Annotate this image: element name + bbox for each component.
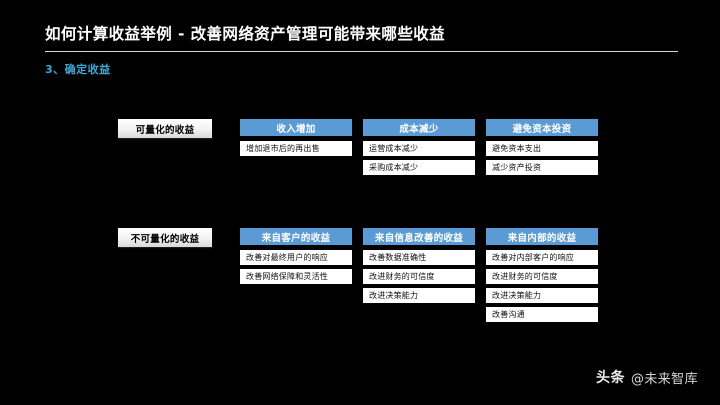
column-item-list: 改善数据准确性 改进财务的可信度 改进决策能力 [363, 250, 475, 303]
list-item: 改善数据准确性 [363, 250, 475, 265]
list-item: 改善沟通 [486, 307, 598, 322]
column-header: 收入增加 [240, 119, 352, 136]
watermark: 头条 @未来智库 [596, 367, 698, 387]
column-customer-benefits: 来自客户的收益 改善对最终用户的响应 改善网络保障和灵活性 [240, 228, 352, 284]
page-title: 如何计算收益举例 - 改善网络资产管理可能带来哪些收益 [45, 25, 446, 43]
column-internal-benefits: 来自内部的收益 改善对内部客户的响应 改进财务的可信度 改进决策能力 改善沟通 [486, 228, 598, 322]
column-item-list: 改善对最终用户的响应 改善网络保障和灵活性 [240, 250, 352, 284]
column-header: 避免资本投资 [486, 119, 598, 136]
list-item: 改进财务的可信度 [363, 269, 475, 284]
title-divider [45, 51, 678, 52]
column-item-list: 避免资本支出 减少资产投资 [486, 141, 598, 175]
row-label-quantifiable: 可量化的收益 [118, 119, 212, 138]
list-item: 改善对内部客户的响应 [486, 250, 598, 265]
list-item: 采购成本减少 [363, 160, 475, 175]
column-item-list: 增加退市后的再出售 [240, 141, 352, 156]
column-header: 来自内部的收益 [486, 228, 598, 245]
watermark-brand: 头条 [595, 370, 625, 386]
column-information-benefits: 来自信息改善的收益 改善数据准确性 改进财务的可信度 改进决策能力 [363, 228, 475, 303]
list-item: 避免资本支出 [486, 141, 598, 156]
column-item-list: 改善对内部客户的响应 改进财务的可信度 改进决策能力 改善沟通 [486, 250, 598, 322]
list-item: 运营成本减少 [363, 141, 475, 156]
list-item: 减少资产投资 [486, 160, 598, 175]
row-label-non-quantifiable: 不可量化的收益 [118, 228, 212, 247]
column-avoided-capital-investment: 避免资本投资 避免资本支出 减少资产投资 [486, 119, 598, 175]
column-header: 来自信息改善的收益 [363, 228, 475, 245]
list-item: 改善网络保障和灵活性 [240, 269, 352, 284]
section-label: 3、确定收益 [45, 63, 111, 76]
watermark-handle: @未来智库 [630, 371, 698, 387]
column-header: 来自客户的收益 [240, 228, 352, 245]
column-revenue-increase: 收入增加 增加退市后的再出售 [240, 119, 352, 156]
column-item-list: 运营成本减少 采购成本减少 [363, 141, 475, 175]
list-item: 改进财务的可信度 [486, 269, 598, 284]
list-item: 改善对最终用户的响应 [240, 250, 352, 265]
column-header: 成本减少 [363, 119, 475, 136]
column-cost-reduction: 成本减少 运营成本减少 采购成本减少 [363, 119, 475, 175]
list-item: 增加退市后的再出售 [240, 141, 352, 156]
list-item: 改进决策能力 [486, 288, 598, 303]
list-item: 改进决策能力 [363, 288, 475, 303]
